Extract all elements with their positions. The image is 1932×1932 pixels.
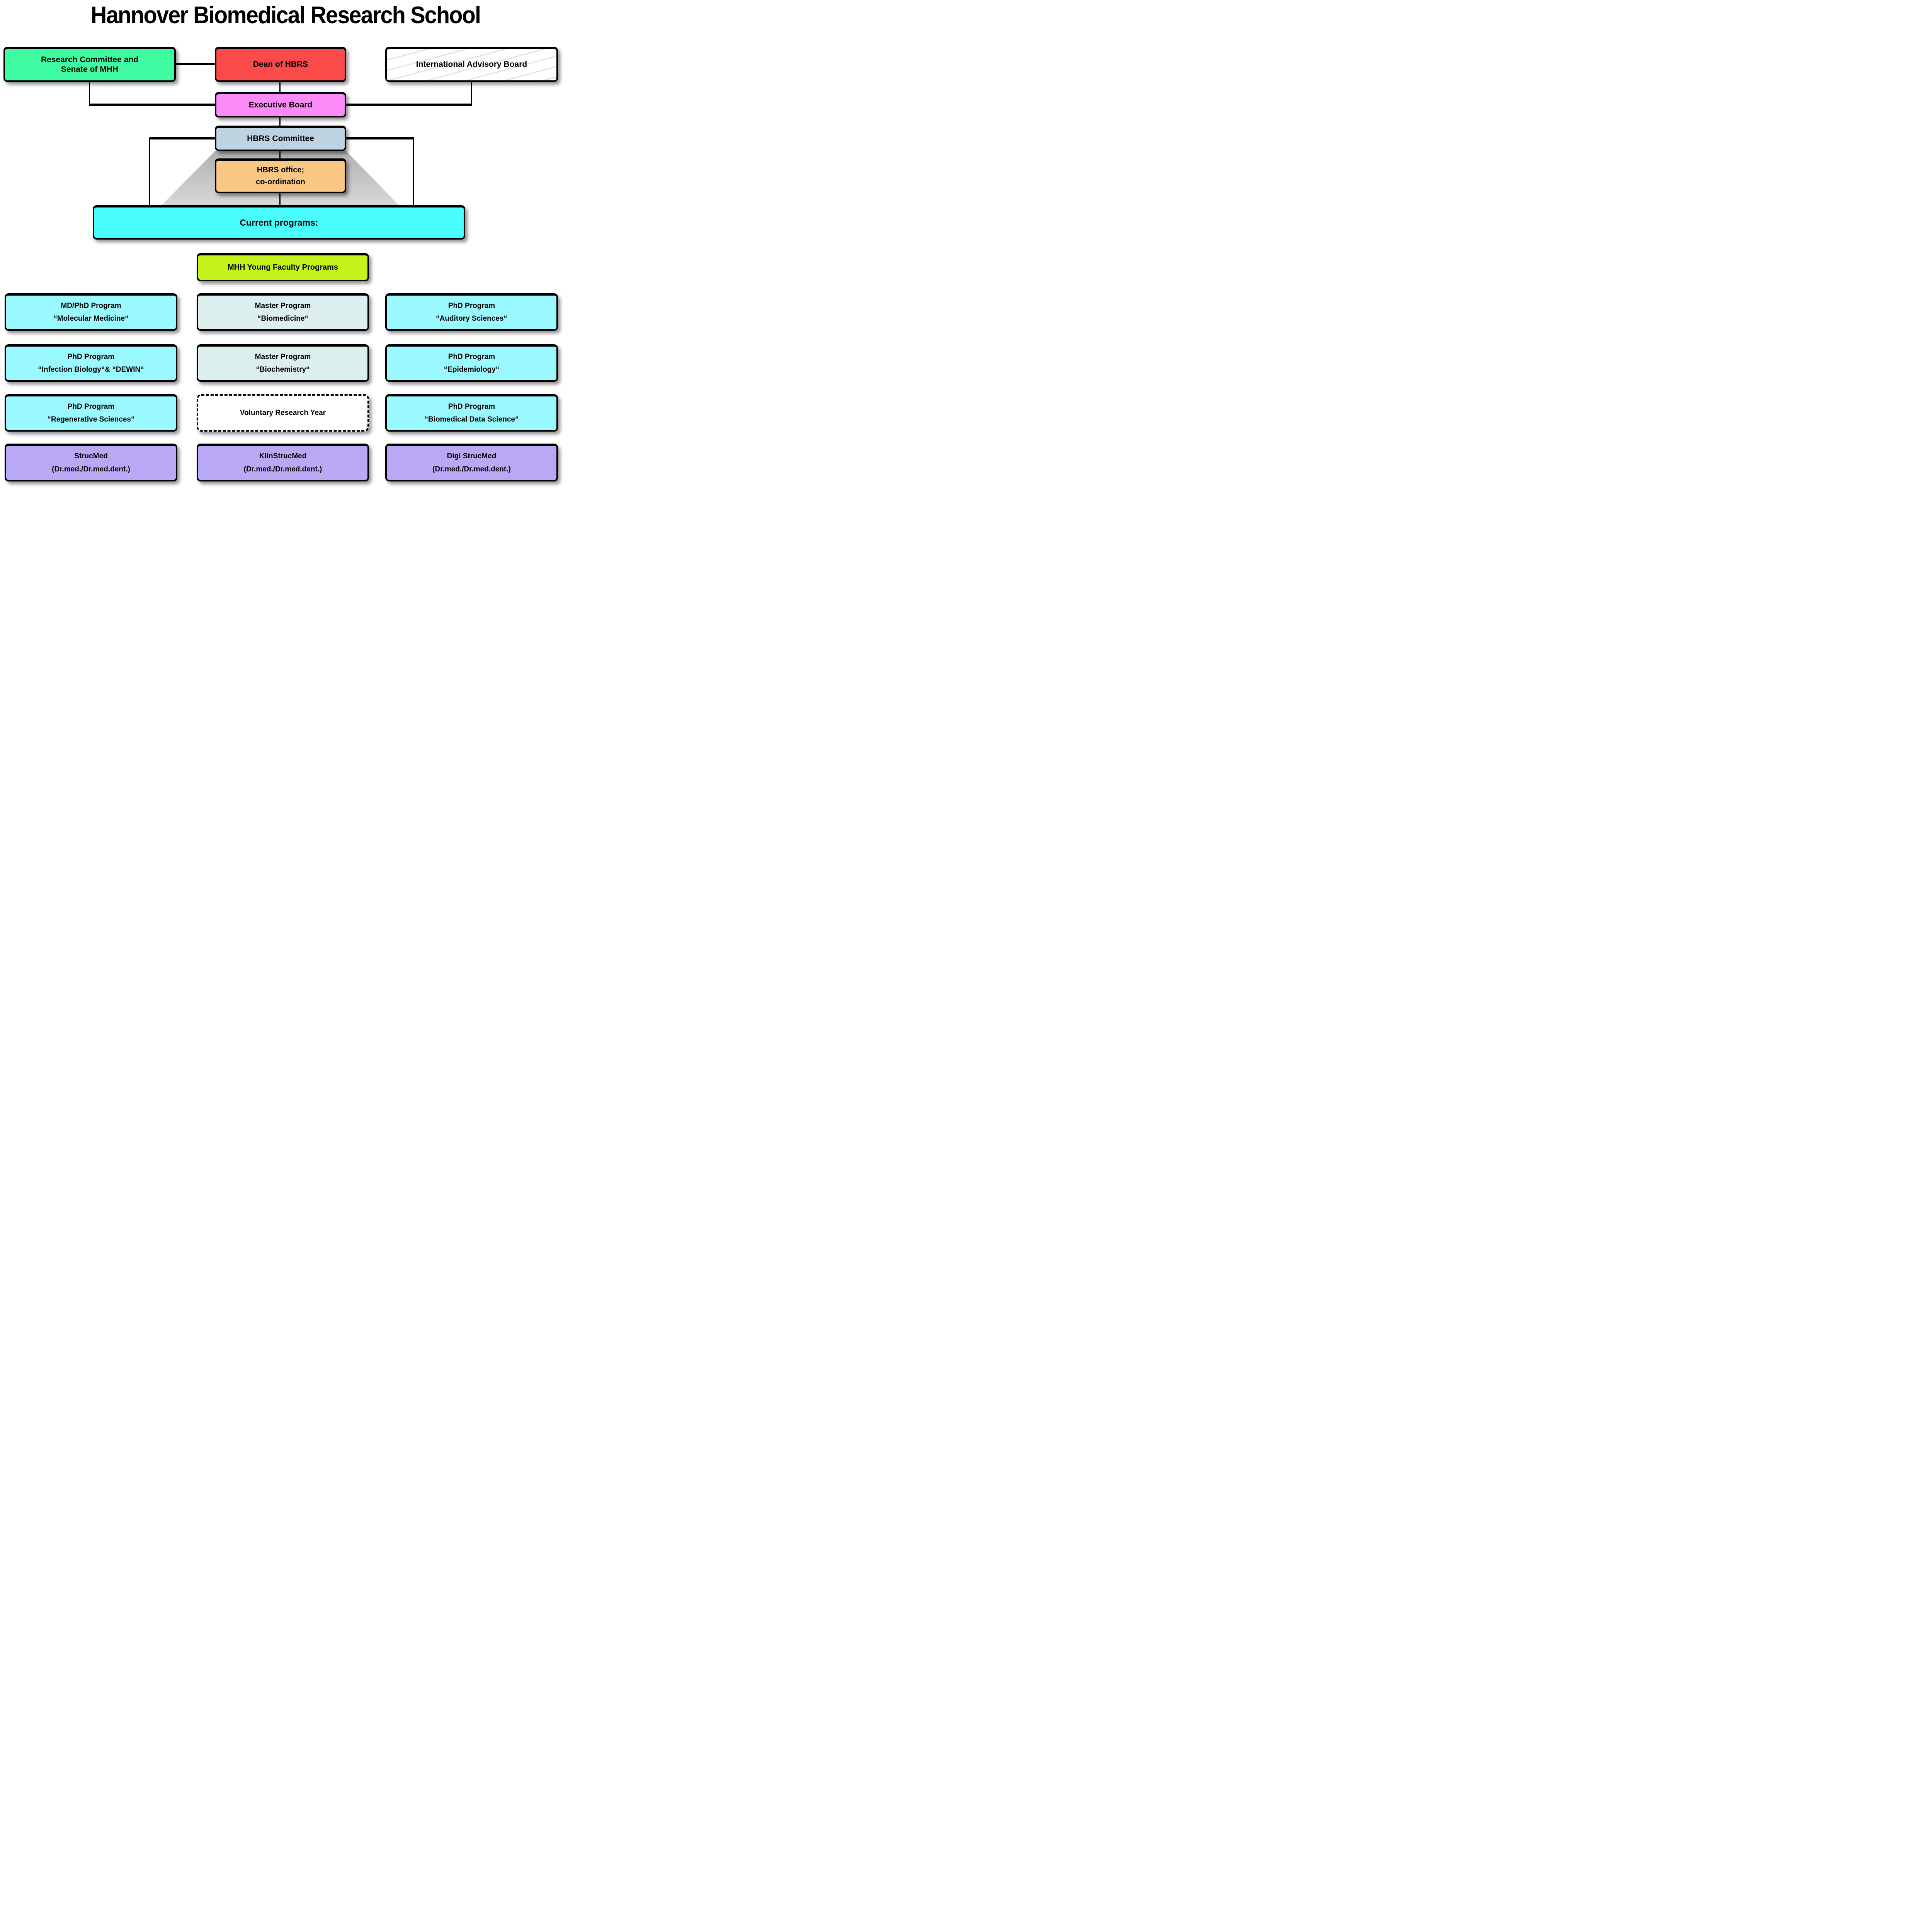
- program-label: Master Program: [255, 352, 311, 361]
- node-program-digi-strucmed: Digi StrucMed (Dr.med./Dr.med.dent.): [385, 444, 558, 481]
- node-mhh-young-faculty-programs: MHH Young Faculty Programs: [197, 253, 369, 281]
- node-label: HBRS Committee: [247, 134, 314, 143]
- program-label: PhD Program: [448, 301, 495, 310]
- node-program-phd-regenerative-sciences: PhD Program “Regenerative Sciences“: [5, 394, 177, 432]
- program-label: Digi StrucMed: [447, 452, 497, 461]
- connector-committee-right: [346, 137, 414, 139]
- program-label: “Infection Biology“& “DEWIN“: [38, 366, 144, 374]
- program-label: Voluntary Research Year: [240, 408, 326, 417]
- node-label: International Advisory Board: [416, 60, 527, 69]
- connector-dean-executive: [279, 82, 281, 92]
- node-program-master-biochemistry: Master Program “Biochemistry“: [197, 344, 369, 382]
- program-label: PhD Program: [448, 352, 495, 361]
- program-label: Master Program: [255, 301, 311, 310]
- program-label: “Biomedicine“: [257, 315, 308, 323]
- program-label: (Dr.med./Dr.med.dent.): [243, 465, 322, 474]
- node-program-klinstrucmed: KlinStrucMed (Dr.med./Dr.med.dent.): [197, 444, 369, 481]
- program-label: “Molecular Medicine“: [53, 315, 129, 323]
- node-label: Research Committee and: [41, 55, 139, 65]
- node-label: co-ordination: [256, 178, 305, 187]
- program-label: PhD Program: [448, 402, 495, 411]
- connector-left-down: [149, 138, 150, 206]
- node-program-phd-auditory-sciences: PhD Program “Auditory Sciences“: [385, 293, 558, 331]
- connector-advisory-down: [471, 82, 472, 104]
- node-program-voluntary-research-year: Voluntary Research Year: [197, 394, 369, 432]
- node-label: Current programs:: [240, 218, 318, 228]
- connector-office-current: [279, 192, 281, 206]
- program-label: MD/PhD Program: [61, 301, 121, 310]
- node-label: HBRS office;: [257, 165, 304, 174]
- connector-research-down: [89, 82, 90, 104]
- node-label: Dean of HBRS: [253, 60, 308, 69]
- connector-right-down: [413, 138, 414, 206]
- node-executive-board: Executive Board: [215, 92, 346, 117]
- program-label: “Auditory Sciences“: [436, 315, 507, 323]
- program-label: (Dr.med./Dr.med.dent.): [432, 465, 511, 474]
- program-label: PhD Program: [67, 402, 115, 411]
- program-label: StrucMed: [74, 452, 108, 461]
- connector-research-dean: [174, 63, 215, 65]
- node-hbrs-committee: HBRS Committee: [215, 126, 346, 151]
- connector-committee-office: [279, 151, 281, 158]
- program-label: “Epidemiology“: [444, 366, 500, 374]
- program-label: (Dr.med./Dr.med.dent.): [52, 465, 130, 474]
- program-label: “Biomedical Data Science“: [424, 415, 519, 424]
- node-hbrs-office: HBRS office; co-ordination: [215, 158, 346, 193]
- node-current-programs: Current programs:: [93, 205, 465, 240]
- connector-executive-committee: [279, 117, 281, 126]
- node-program-phd-biomedical-data-science: PhD Program “Biomedical Data Science“: [385, 394, 558, 432]
- org-chart: Hannover Biomedical Research School Rese…: [0, 0, 571, 511]
- node-program-master-biomedicine: Master Program “Biomedicine“: [197, 293, 369, 331]
- node-program-phd-infection-biology-dewin: PhD Program “Infection Biology“& “DEWIN“: [5, 344, 177, 382]
- node-program-phd-epidemiology: PhD Program “Epidemiology“: [385, 344, 558, 382]
- connector-committee-left: [150, 137, 215, 139]
- program-label: PhD Program: [67, 352, 115, 361]
- node-program-md-phd-molecular-medicine: MD/PhD Program “Molecular Medicine“: [5, 293, 177, 331]
- program-label: “Biochemistry“: [256, 366, 310, 374]
- node-label: MHH Young Faculty Programs: [228, 263, 338, 272]
- node-dean-of-hbrs: Dean of HBRS: [215, 47, 346, 82]
- node-label: Executive Board: [248, 100, 313, 109]
- node-label: Senate of MHH: [61, 65, 119, 74]
- node-program-strucmed: StrucMed (Dr.med./Dr.med.dent.): [5, 444, 177, 481]
- program-label: “Regenerative Sciences“: [47, 415, 135, 424]
- node-international-advisory-board: International Advisory Board: [385, 47, 558, 82]
- page-title: Hannover Biomedical Research School: [90, 2, 481, 29]
- connector-research-executive: [89, 104, 215, 106]
- program-label: KlinStrucMed: [259, 452, 307, 461]
- node-research-committee: Research Committee and Senate of MHH: [3, 47, 176, 82]
- connector-advisory-executive: [346, 104, 472, 106]
